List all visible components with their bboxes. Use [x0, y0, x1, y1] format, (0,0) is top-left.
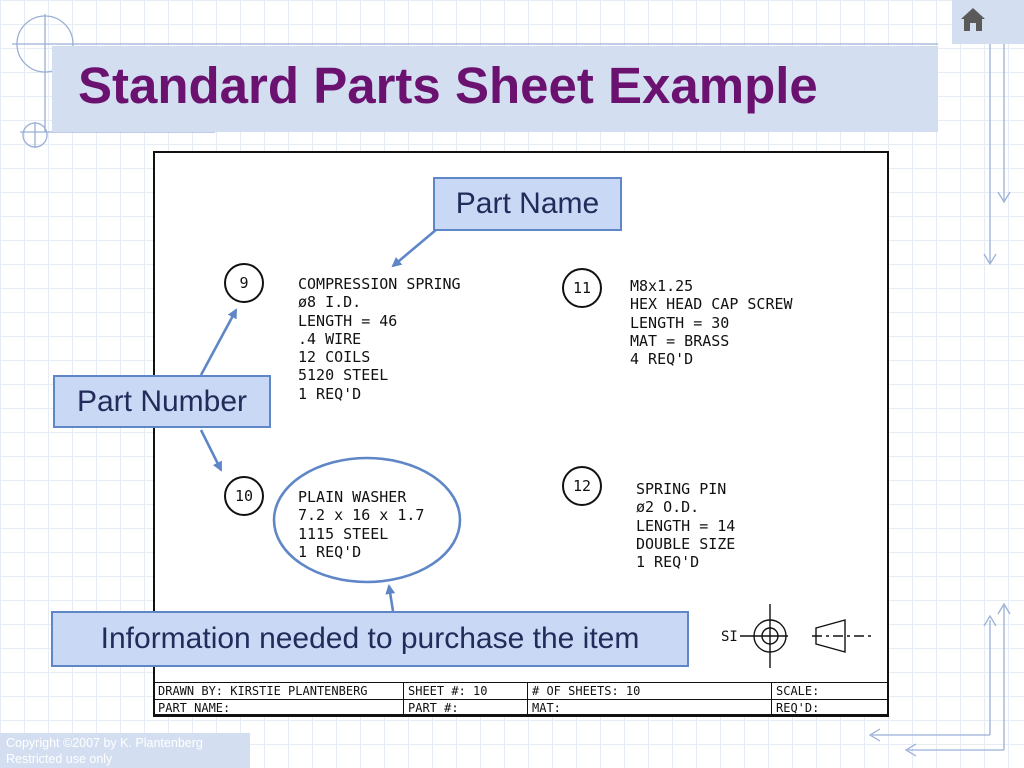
number-of-sheets-cell: # OF SHEETS: 10 — [527, 682, 772, 700]
part-11-line: M8x1.25 — [630, 277, 694, 295]
restricted-text: Restricted use only — [6, 752, 113, 766]
part-number-bubble-9: 9 — [224, 263, 264, 303]
part-name-cell: PART NAME: — [153, 699, 404, 717]
copyright-text: Copyright ©2007 by K. Plantenberg — [6, 736, 203, 750]
part-9-line: .4 WIRE — [298, 329, 362, 348]
title-band — [52, 46, 938, 132]
part-9-line: 12 COILS — [298, 348, 371, 367]
copyright-footer: Copyright ©2007 by K. Plantenberg Restri… — [0, 733, 250, 768]
part-number-callout: Part Number — [53, 375, 271, 428]
part-10-line: 7.2 x 16 x 1.7 — [298, 506, 425, 525]
part-9-line: LENGTH = 46 — [298, 311, 398, 330]
part-11-line: LENGTH = 30 — [630, 313, 730, 332]
part-12-line: ø2 O.D. — [636, 498, 700, 517]
part-9-line: 1 REQ'D — [298, 384, 362, 403]
part-12-line: DOUBLE SIZE — [636, 534, 736, 553]
projection-symbol-label: SI — [721, 629, 738, 645]
home-icon[interactable] — [952, 0, 1024, 44]
required-cell: REQ'D: — [771, 699, 889, 717]
part-10-line: 1115 STEEL — [298, 524, 389, 543]
part-11-line: 4 REQ'D — [630, 350, 694, 369]
part-10-line: PLAIN WASHER — [298, 488, 407, 506]
part-9-line: COMPRESSION SPRING — [298, 275, 461, 293]
part-12-line: SPRING PIN — [636, 480, 727, 498]
part-9-line: ø8 I.D. — [298, 293, 362, 312]
title-block: DRAWN BY: KIRSTIE PLANTENBERG SHEET #: 1… — [153, 682, 889, 717]
part-10-line: 1 REQ'D — [298, 542, 362, 561]
part-9-line: 5120 STEEL — [298, 366, 389, 385]
part-number-bubble-11: 11 — [562, 268, 602, 308]
drawn-by-cell: DRAWN BY: KIRSTIE PLANTENBERG — [153, 682, 404, 700]
part-11-line: HEX HEAD CAP SCREW — [630, 295, 793, 314]
sheet-number-cell: SHEET #: 10 — [403, 682, 528, 700]
third-angle-projection-icon — [740, 604, 872, 668]
part-name-callout: Part Name — [433, 177, 622, 231]
part-number-bubble-10: 10 — [224, 476, 264, 516]
scale-cell: SCALE: — [771, 682, 889, 700]
part-number-bubble-12: 12 — [562, 466, 602, 506]
part-number-cell: PART #: — [403, 699, 528, 717]
part-11-line: MAT = BRASS — [630, 331, 730, 350]
part-12-line: LENGTH = 14 — [636, 516, 736, 535]
slide-title: Standard Parts Sheet Example — [78, 57, 818, 114]
purchase-info-callout: Information needed to purchase the item — [51, 611, 689, 667]
part-12-line: 1 REQ'D — [636, 553, 700, 572]
material-cell: MAT: — [527, 699, 772, 717]
